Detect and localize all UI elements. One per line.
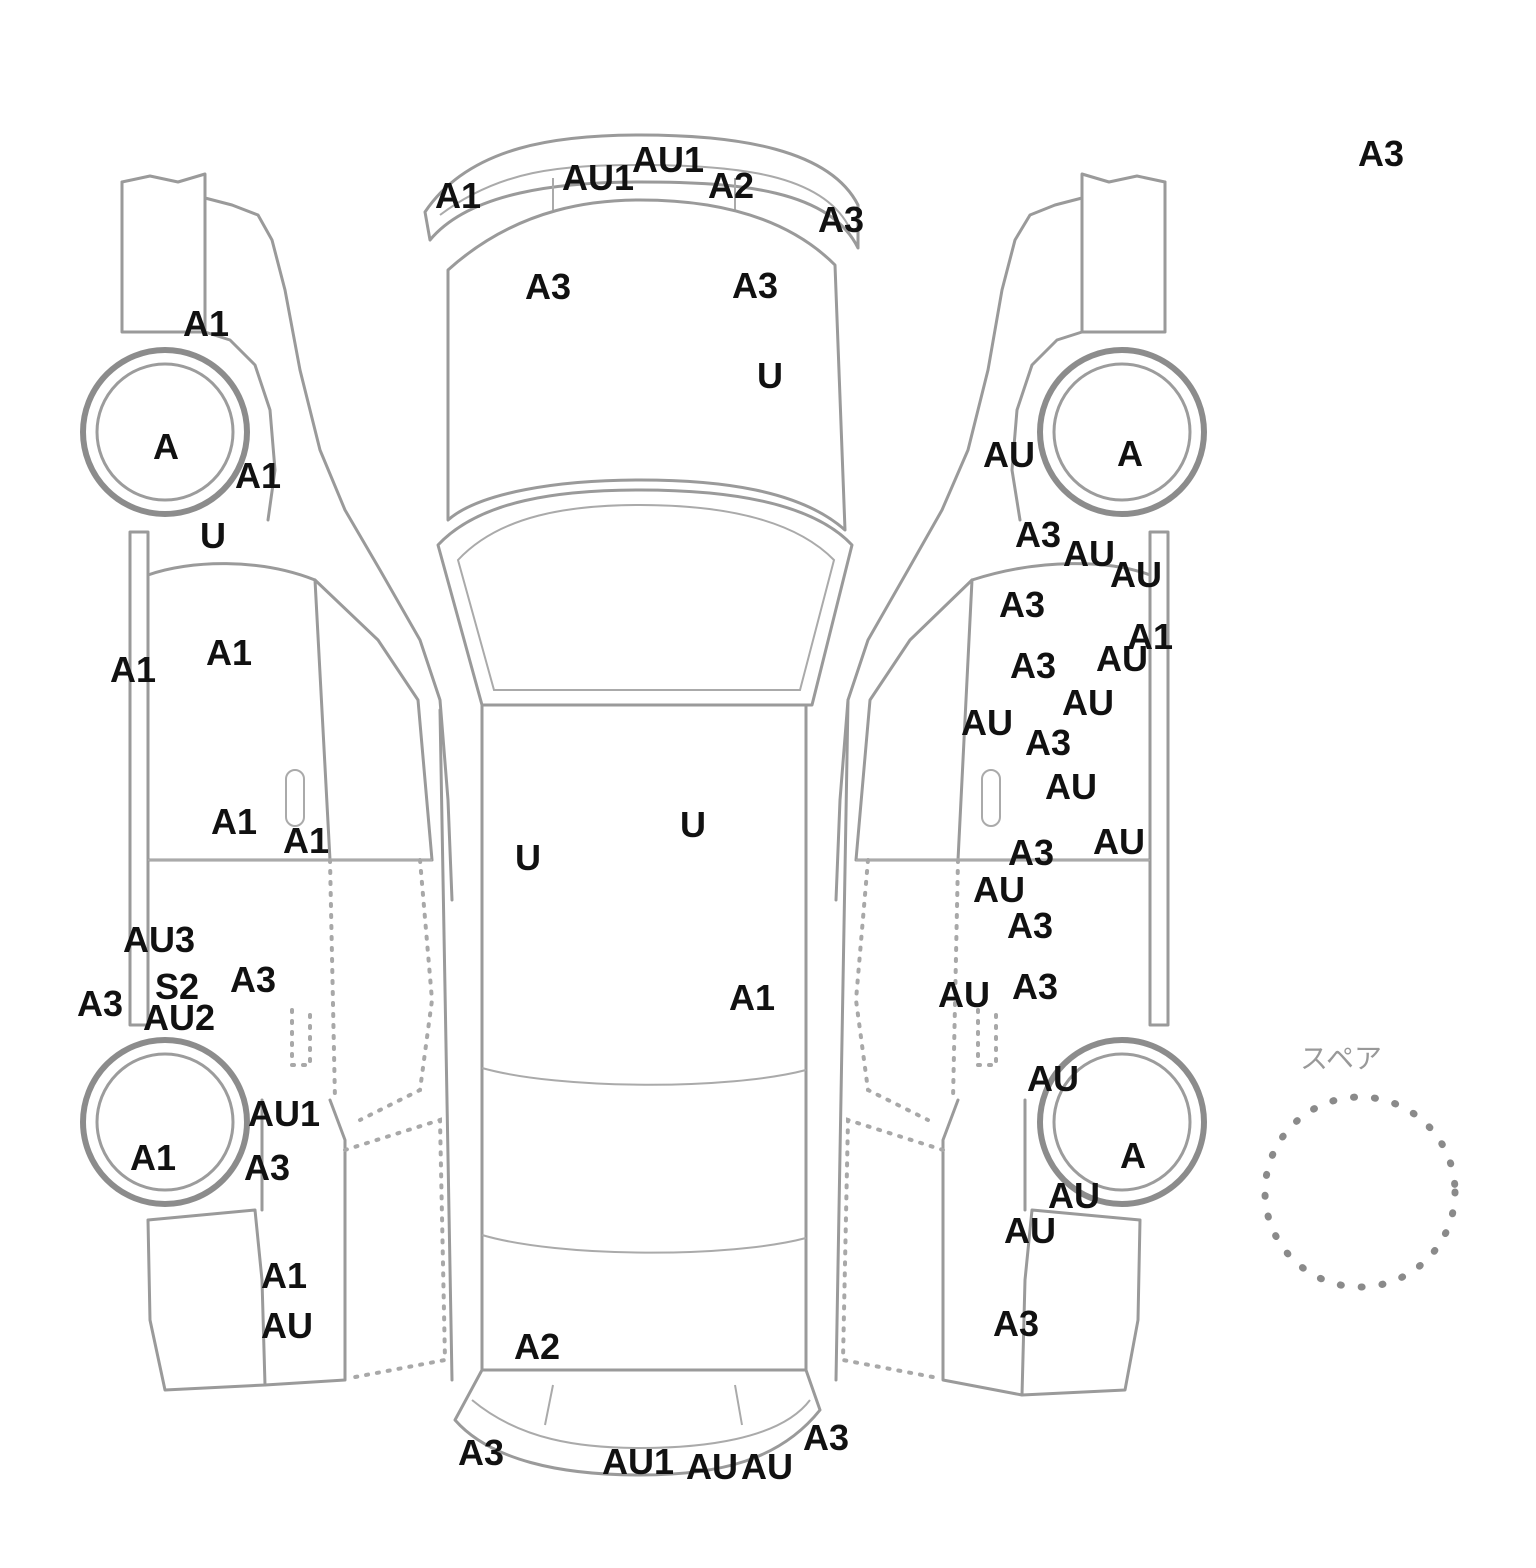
damage-code: U [757, 355, 783, 396]
damage-code: AU [938, 974, 990, 1015]
damage-code: AU [1096, 638, 1148, 679]
damage-code: A1 [130, 1137, 176, 1178]
damage-code: AU [1093, 821, 1145, 862]
spare-tire: スペア [1261, 1042, 1459, 1291]
damage-code: A1 [183, 303, 229, 344]
damage-code: A3 [1010, 645, 1056, 686]
damage-code: AU1 [632, 139, 704, 180]
damage-code: AU [1027, 1058, 1079, 1099]
damage-code: AU [983, 434, 1035, 475]
spare-tire-icon [1261, 1093, 1459, 1291]
damage-code: A1 [435, 175, 481, 216]
damage-code: A1 [206, 632, 252, 673]
damage-code: A [1117, 433, 1143, 474]
damage-code: AU [961, 702, 1013, 743]
damage-code: AU [741, 1446, 793, 1487]
damage-code: A3 [525, 266, 571, 307]
spare-label: スペア [1300, 1042, 1382, 1075]
damage-code: A1 [1127, 616, 1173, 657]
damage-code: AU1 [248, 1093, 320, 1134]
left-side-view [80, 172, 454, 1392]
damage-code: U [200, 515, 226, 556]
damage-code: A3 [803, 1417, 849, 1458]
damage-code: U [515, 837, 541, 878]
damage-code: AU3 [123, 919, 195, 960]
damage-code: A1 [729, 977, 775, 1018]
damage-code: AU [1045, 766, 1097, 807]
damage-code: AU [1062, 682, 1114, 723]
damage-code: A2 [514, 1326, 560, 1367]
damage-code: AU [1004, 1210, 1056, 1251]
damage-code: A3 [818, 199, 864, 240]
top-view [423, 133, 860, 1477]
damage-code: U [680, 804, 706, 845]
damage-code: AU1 [602, 1441, 674, 1482]
right-side-view [834, 172, 1207, 1397]
damage-code: AU [686, 1446, 738, 1487]
damage-code: A3 [999, 584, 1045, 625]
damage-code: A1 [283, 820, 329, 861]
damage-code: A1 [110, 649, 156, 690]
damage-code: AU1 [562, 157, 634, 198]
damage-code: A2 [708, 165, 754, 206]
damage-code: A1 [235, 455, 281, 496]
damage-code: AU [973, 869, 1025, 910]
damage-code: A3 [1012, 966, 1058, 1007]
damage-code: AU2 [143, 997, 215, 1038]
damage-code: A3 [244, 1147, 290, 1188]
damage-code: A3 [1025, 722, 1071, 763]
damage-code: AU [1063, 533, 1115, 574]
damage-code: A3 [732, 265, 778, 306]
damage-code: A3 [993, 1303, 1039, 1344]
damage-code: A3 [1007, 905, 1053, 946]
damage-code: S2 [155, 966, 199, 1007]
damage-code: A3 [1358, 133, 1404, 174]
damage-code: A3 [458, 1432, 504, 1473]
damage-code: A1 [211, 801, 257, 842]
damage-code: A3 [1015, 514, 1061, 555]
damage-code: A3 [230, 959, 276, 1000]
damage-code: A [153, 426, 179, 467]
damage-code: AU [261, 1305, 313, 1346]
damage-code: A3 [1008, 832, 1054, 873]
damage-codes: A3 AU1 AU1 A2 A1 A3 A3 A3 U A1 A A1 U A1… [77, 133, 1404, 1487]
damage-code: A1 [261, 1255, 307, 1296]
damage-code: AU [1110, 554, 1162, 595]
damage-code: A3 [77, 983, 123, 1024]
damage-code: A [1120, 1135, 1146, 1176]
damage-code: AU [1048, 1175, 1100, 1216]
